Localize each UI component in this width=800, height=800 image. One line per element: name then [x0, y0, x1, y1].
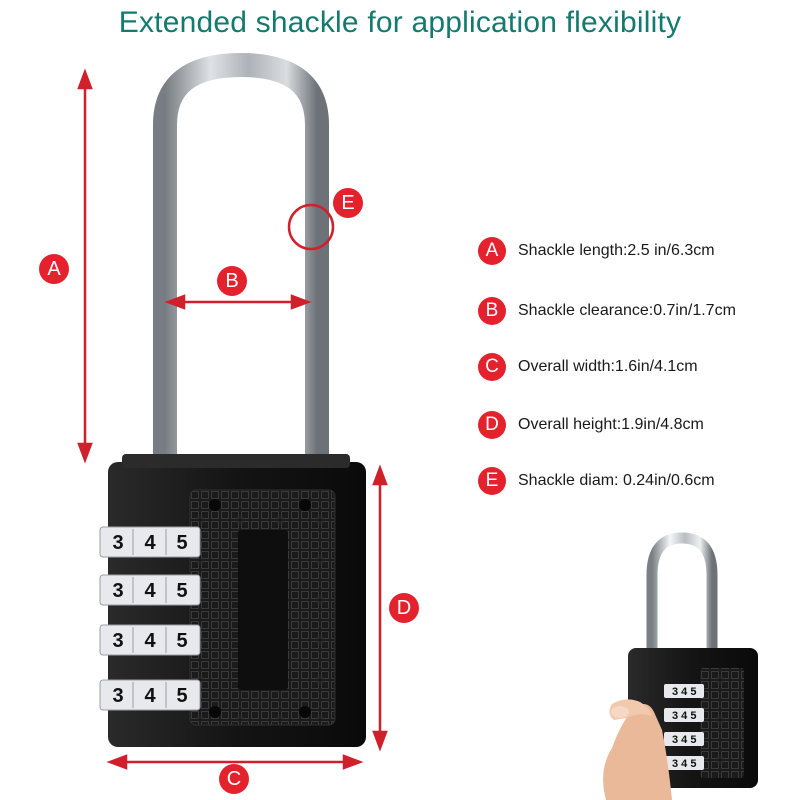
- headline: Extended shackle for application flexibi…: [118, 6, 682, 39]
- spec-badge-c: C: [478, 353, 506, 381]
- dial-4-digit-c: 5: [176, 685, 187, 707]
- shackle: [153, 52, 329, 470]
- dimension-arrows: [77, 68, 388, 770]
- marker-a: A: [39, 254, 69, 284]
- svg-text:3 4 5: 3 4 5: [672, 686, 696, 698]
- spec-overall-height: D Overall height:1.9in/4.8cm: [478, 410, 704, 440]
- dial-3-digit-c: 5: [176, 630, 187, 652]
- spec-shackle-clearance: B Shackle clearance:0.7in/1.7cm: [478, 296, 736, 326]
- combination-dials: 3 4 5 3 4 5 3 4 5 3 4 5: [99, 526, 201, 711]
- spec-text-c: Overall width:1.6in/4.1cm: [518, 358, 698, 375]
- dial-4-digit-a: 3: [112, 685, 123, 707]
- spec-badge-d: D: [478, 411, 506, 439]
- svg-text:3 4 5: 3 4 5: [672, 710, 696, 722]
- dial-2-digit-a: 3: [112, 580, 123, 602]
- spec-badge-b: B: [478, 297, 506, 325]
- spec-text-d: Overall height:1.9in/4.8cm: [518, 416, 704, 433]
- spec-text-e: Shackle diam: 0.24in/0.6cm: [518, 472, 715, 489]
- svg-text:3 4 5: 3 4 5: [672, 758, 696, 770]
- marker-b: B: [217, 266, 247, 296]
- spec-badge-e: E: [478, 467, 506, 495]
- spec-text-b: Shackle clearance:0.7in/1.7cm: [518, 302, 736, 319]
- marker-e: E: [333, 188, 363, 218]
- dial-1-digit-b: 4: [144, 532, 156, 554]
- marker-c: C: [219, 764, 249, 794]
- dial-1-digit-c: 5: [176, 532, 187, 554]
- spec-text-a: Shackle length:2.5 in/6.3cm: [518, 242, 715, 259]
- dial-2-digit-c: 5: [176, 580, 187, 602]
- dial-3-digit-b: 4: [144, 630, 156, 652]
- dial-4-digit-b: 4: [144, 685, 156, 707]
- diameter-highlight: [287, 203, 335, 251]
- hand-product-photo: 3 4 5 3 4 5 3 4 5 3 4 5: [603, 532, 758, 800]
- spec-overall-width: C Overall width:1.6in/4.1cm: [478, 352, 698, 382]
- marker-d: D: [389, 593, 419, 623]
- dial-1-digit-a: 3: [112, 532, 123, 554]
- dial-2-digit-b: 4: [144, 580, 156, 602]
- svg-text:3 4 5: 3 4 5: [672, 734, 696, 746]
- spec-shackle-diameter: E Shackle diam: 0.24in/0.6cm: [478, 466, 715, 496]
- dial-3-digit-a: 3: [112, 630, 123, 652]
- spec-badge-a: A: [478, 237, 506, 265]
- spec-shackle-length: A Shackle length:2.5 in/6.3cm: [478, 236, 715, 266]
